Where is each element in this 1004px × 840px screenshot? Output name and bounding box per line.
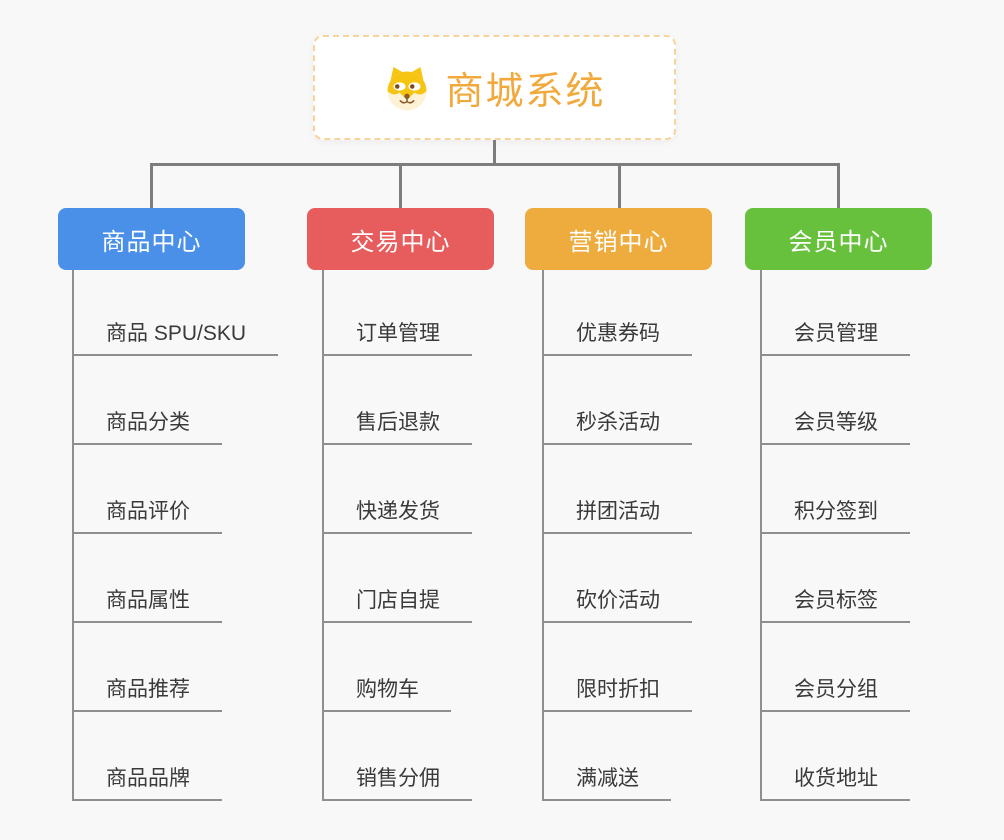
leaf-item[interactable]: 会员分组 bbox=[760, 664, 910, 712]
leaf-item[interactable]: 秒杀活动 bbox=[542, 397, 692, 445]
leaf-item[interactable]: 满减送 bbox=[542, 753, 671, 801]
root-title: 商城系统 bbox=[445, 71, 606, 113]
leaf-item[interactable]: 快递发货 bbox=[322, 486, 472, 534]
leaf-item[interactable]: 积分签到 bbox=[760, 486, 910, 534]
leaf-item[interactable]: 会员等级 bbox=[760, 397, 910, 445]
leaf-item[interactable]: 优惠券码 bbox=[542, 308, 692, 356]
branch-node-products[interactable]: 商品中心 bbox=[58, 208, 245, 270]
leaf-item[interactable]: 商品评价 bbox=[72, 486, 222, 534]
leaf-item[interactable]: 订单管理 bbox=[322, 308, 472, 356]
branch-node-members[interactable]: 会员中心 bbox=[745, 208, 932, 270]
leaf-item[interactable]: 会员管理 bbox=[760, 308, 910, 356]
connector-horizontal-rail bbox=[150, 163, 840, 166]
leaf-item[interactable]: 商品属性 bbox=[72, 575, 222, 623]
leaf-item[interactable]: 门店自提 bbox=[322, 575, 472, 623]
branch-rail-trade bbox=[322, 270, 324, 801]
shiba-dog-icon bbox=[383, 64, 431, 112]
leaf-item[interactable]: 收货地址 bbox=[760, 753, 910, 801]
branch-rail-marketing bbox=[542, 270, 544, 801]
branch-node-marketing[interactable]: 营销中心 bbox=[525, 208, 712, 270]
connector-drop-products bbox=[150, 163, 153, 208]
branch-node-trade[interactable]: 交易中心 bbox=[307, 208, 494, 270]
connector-drop-members bbox=[837, 163, 840, 208]
connector-root-stub bbox=[493, 140, 496, 164]
leaf-item[interactable]: 售后退款 bbox=[322, 397, 472, 445]
leaf-item[interactable]: 购物车 bbox=[322, 664, 451, 712]
leaf-item[interactable]: 限时折扣 bbox=[542, 664, 692, 712]
leaf-item[interactable]: 商品 SPU/SKU bbox=[72, 308, 279, 356]
root-node[interactable]: 商城系统 bbox=[313, 35, 676, 140]
leaf-item[interactable]: 销售分佣 bbox=[322, 753, 472, 801]
connector-drop-trade bbox=[399, 163, 402, 208]
branch-rail-members bbox=[760, 270, 762, 801]
connector-drop-marketing bbox=[618, 163, 621, 208]
leaf-item[interactable]: 商品品牌 bbox=[72, 753, 222, 801]
branch-rail-products bbox=[72, 270, 74, 801]
leaf-item[interactable]: 会员标签 bbox=[760, 575, 910, 623]
leaf-item[interactable]: 商品分类 bbox=[72, 397, 222, 445]
leaf-item[interactable]: 砍价活动 bbox=[542, 575, 692, 623]
leaf-item[interactable]: 拼团活动 bbox=[542, 486, 692, 534]
leaf-item[interactable]: 商品推荐 bbox=[72, 664, 222, 712]
